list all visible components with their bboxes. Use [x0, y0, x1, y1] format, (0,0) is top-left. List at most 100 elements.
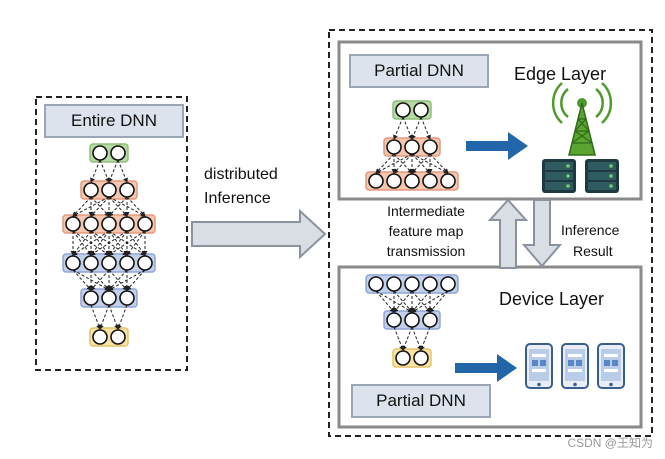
connection-line [117, 304, 128, 330]
edge-partial-dnn-network [365, 100, 459, 191]
neuron [65, 216, 81, 232]
connection-line [90, 304, 101, 330]
distributed-inference-arrow [191, 208, 327, 260]
connection-line [90, 269, 110, 291]
connection-line [126, 196, 146, 217]
neuron [422, 139, 438, 155]
neuron [83, 290, 99, 306]
connection-line [108, 304, 119, 330]
connection-line [420, 116, 431, 140]
connection-line [90, 159, 101, 183]
entire-dnn-network [62, 143, 156, 347]
device-output-arrow [455, 354, 517, 382]
connection-line [90, 196, 110, 217]
intermediate-label-line3: transmission [386, 243, 466, 259]
neuron [386, 276, 402, 292]
connection-line [411, 153, 431, 174]
neuron [440, 276, 456, 292]
edge-layer-title: Edge Layer [514, 64, 607, 84]
neuron [413, 350, 429, 366]
connection-line [429, 153, 449, 174]
neuron [92, 329, 108, 345]
connection-line [375, 153, 413, 174]
neuron [386, 173, 402, 189]
neuron [83, 182, 99, 198]
connection-line [108, 230, 146, 256]
connection-line [393, 153, 413, 174]
connection-line [99, 159, 110, 183]
connection-line [72, 196, 110, 217]
connection-line [108, 269, 128, 291]
neuron [119, 255, 135, 271]
connection-line [72, 269, 92, 291]
neuron [368, 173, 384, 189]
neuron [404, 173, 420, 189]
device-partial-dnn-network [365, 274, 459, 368]
intermediate-label-line1: Intermediate [387, 203, 465, 219]
smartphone-icon [597, 343, 625, 389]
inference-result-down-arrow [521, 199, 563, 268]
neuron [404, 139, 420, 155]
device-layer-title: Device Layer [499, 289, 605, 309]
neuron [119, 290, 135, 306]
neuron [395, 350, 411, 366]
connection-line [90, 196, 110, 217]
connection-line [108, 269, 146, 291]
watermark: CSDN @王知为 [567, 436, 653, 450]
connection-line [108, 196, 128, 217]
inference-result-label-line2: Result [573, 243, 613, 259]
server-rack-icon [542, 159, 576, 193]
neuron [110, 329, 126, 345]
neuron [119, 182, 135, 198]
neuron [110, 145, 126, 161]
entire-dnn-container [35, 96, 188, 371]
connection-line [393, 116, 404, 140]
connection-line [99, 304, 110, 330]
neuron [119, 216, 135, 232]
distributed-label-line1: distributed [204, 166, 278, 183]
neuron [101, 290, 117, 306]
connection-line [411, 290, 449, 313]
neuron [101, 216, 117, 232]
neuron [413, 102, 429, 118]
server-rack-icon [585, 159, 619, 193]
neuron [422, 276, 438, 292]
connection-line [393, 326, 404, 351]
neuron [368, 276, 384, 292]
connection-line [108, 159, 119, 183]
neuron [137, 216, 153, 232]
connection-line [108, 196, 146, 217]
feature-map-up-arrow [487, 198, 529, 269]
connection-line [402, 116, 413, 140]
neuron [386, 312, 402, 328]
edge-partial-dnn-label: Partial DNN [349, 54, 489, 88]
intermediate-label-line2: feature map [388, 223, 464, 239]
connection-line [72, 230, 110, 256]
neuron [137, 255, 153, 271]
connection-line [72, 196, 92, 217]
connection-line [411, 116, 422, 140]
connection-line [117, 159, 128, 183]
connection-line [108, 196, 128, 217]
connection-line [411, 153, 431, 174]
neuron [422, 312, 438, 328]
neuron [83, 216, 99, 232]
edge-output-arrow [466, 132, 528, 160]
neuron [101, 182, 117, 198]
neuron [83, 255, 99, 271]
device-partial-dnn-label: Partial DNN [351, 384, 491, 418]
neuron [404, 276, 420, 292]
connection-line [126, 269, 146, 291]
smartphone-icon [561, 343, 589, 389]
connection-line [420, 326, 431, 351]
inference-result-label-line1: Inference [561, 222, 620, 238]
connection-line [126, 230, 146, 256]
neuron [92, 145, 108, 161]
connection-line [393, 153, 413, 174]
neuron [386, 139, 402, 155]
edge-device-container [328, 29, 653, 437]
distributed-label-line2: Inference [204, 190, 271, 207]
connection-line [90, 269, 110, 291]
neuron [101, 255, 117, 271]
connection-line [90, 230, 128, 256]
